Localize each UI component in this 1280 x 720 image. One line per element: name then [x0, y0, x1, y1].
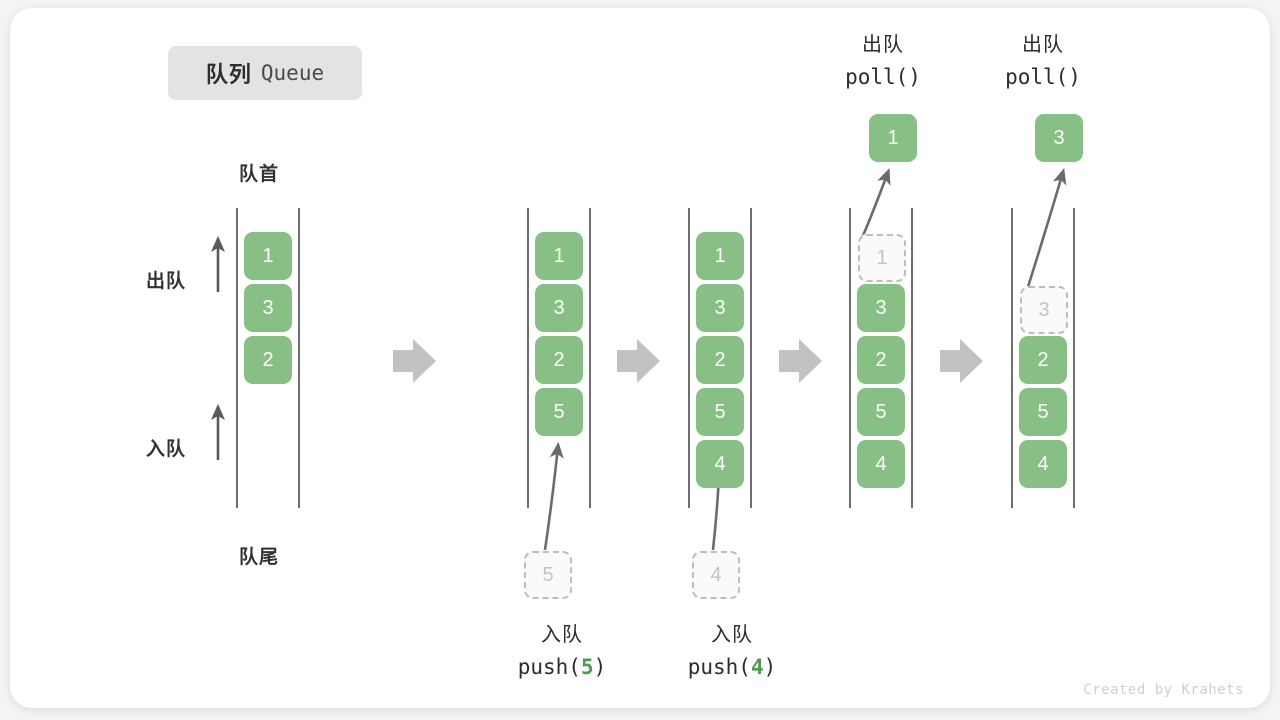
fn-prefix: poll(: [845, 65, 909, 89]
flow-arrow-3: [779, 339, 822, 383]
queue-cell: 5: [857, 388, 905, 436]
fn-suffix: ): [1068, 65, 1081, 89]
queue-rails-stage-1: [236, 208, 300, 508]
queue-cell: 2: [696, 336, 744, 384]
queue-cell: 1: [244, 232, 292, 280]
queue-cell: 2: [535, 336, 583, 384]
queue-rails-stage-2: [527, 208, 591, 508]
queue-rails-stage-3: [688, 208, 752, 508]
polled-element-3: 3: [1035, 114, 1083, 162]
operation-fn-push-5: push(5): [462, 651, 662, 684]
operation-caption-poll-1: 出队 poll(): [803, 30, 963, 94]
fn-suffix: ): [763, 655, 777, 679]
poll-arrow-3: [1025, 168, 1067, 291]
incoming-element-5: 5: [524, 551, 572, 599]
operation-cn-push-4: 入队: [711, 624, 753, 646]
operation-caption-push-5: 入队 push(5): [462, 620, 662, 684]
fn-prefix: push(: [517, 655, 581, 679]
polled-element-1: 1: [869, 114, 917, 162]
operation-cn-poll-1: 出队: [862, 34, 904, 56]
operation-cn-poll-2: 出队: [1022, 34, 1064, 56]
operation-fn-poll-1: poll(): [803, 61, 963, 94]
title-badge: 队列 Queue: [168, 46, 362, 100]
operation-caption-poll-2: 出队 poll(): [963, 30, 1123, 94]
title-cn: 队列: [205, 62, 252, 87]
title-en: Queue: [260, 61, 325, 85]
queue-cell: 5: [696, 388, 744, 436]
removed-element-1: 1: [858, 234, 906, 282]
operation-fn-push-4: push(4): [632, 651, 832, 684]
poll-arrow-1: [860, 168, 891, 239]
queue-cell: 4: [857, 440, 905, 488]
queue-head-label: 队首: [239, 164, 280, 185]
dequeue-direction-label: 出队: [146, 271, 187, 292]
enqueue-direction-label: 入队: [146, 439, 187, 460]
removed-element-3: 3: [1020, 286, 1068, 334]
queue-cell: 3: [244, 284, 292, 332]
incoming-element-4: 4: [692, 551, 740, 599]
fn-suffix: ): [593, 655, 607, 679]
flow-arrow-1: [393, 339, 436, 383]
queue-cell: 3: [535, 284, 583, 332]
operation-cn-push-5: 入队: [541, 624, 583, 646]
operation-fn-poll-2: poll(): [963, 61, 1123, 94]
fn-prefix: poll(: [1005, 65, 1069, 89]
queue-cell: 2: [244, 336, 292, 384]
queue-cell: 2: [857, 336, 905, 384]
queue-cell: 3: [696, 284, 744, 332]
queue-rails-stage-5: [1011, 208, 1075, 508]
queue-cell: 1: [696, 232, 744, 280]
queue-cell: 4: [1019, 440, 1067, 488]
flow-arrow-2: [617, 339, 660, 383]
queue-tail-label: 队尾: [239, 547, 280, 568]
queue-cell: 3: [857, 284, 905, 332]
fn-suffix: ): [908, 65, 921, 89]
queue-cell: 1: [535, 232, 583, 280]
queue-cell: 2: [1019, 336, 1067, 384]
queue-rails-stage-4: [849, 208, 913, 508]
queue-cell: 5: [535, 388, 583, 436]
fn-arg: 4: [750, 655, 764, 679]
operation-caption-push-4: 入队 push(4): [632, 620, 832, 684]
flow-arrow-4: [940, 339, 983, 383]
queue-cell: 5: [1019, 388, 1067, 436]
watermark: Created by Krahets: [1083, 682, 1244, 698]
fn-prefix: push(: [687, 655, 751, 679]
push-arrow-5: [543, 441, 564, 551]
fn-arg: 5: [580, 655, 594, 679]
queue-cell: 4: [696, 440, 744, 488]
